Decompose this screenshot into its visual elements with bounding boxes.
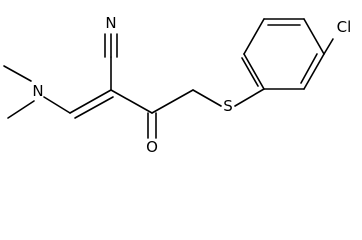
bond-methyl-bottom <box>7 100 35 119</box>
bond-ring-cl <box>323 38 334 55</box>
bonds <box>3 18 334 139</box>
chemical-structure: N N O S Cl <box>3 14 351 156</box>
ring-bond-5 <box>303 53 325 90</box>
ring-bond-1-inner <box>241 57 259 87</box>
bond-co-ch2 <box>151 89 194 114</box>
bond-double-cc-second <box>74 96 114 119</box>
atom-labels: N N O S Cl <box>32 14 351 156</box>
atom-chlorine: Cl <box>337 18 352 36</box>
ring-bond-1 <box>243 53 265 90</box>
atom-carbonyl-o: O <box>146 138 158 156</box>
ring-bond-2 <box>243 18 265 55</box>
atom-amine-n: N <box>32 82 43 100</box>
bond-ch2-s <box>192 89 222 107</box>
ring-bond-5-inner <box>300 53 318 84</box>
atom-sulfur: S <box>223 97 233 115</box>
bond-c-co <box>110 89 153 114</box>
ring-bond-4 <box>303 18 325 55</box>
bond-double-cc <box>69 89 112 114</box>
atom-nitrile-n: N <box>105 14 116 32</box>
bond-s-ring <box>234 88 265 107</box>
bond-n-ch <box>43 96 71 114</box>
bond-methyl-top <box>3 65 32 82</box>
